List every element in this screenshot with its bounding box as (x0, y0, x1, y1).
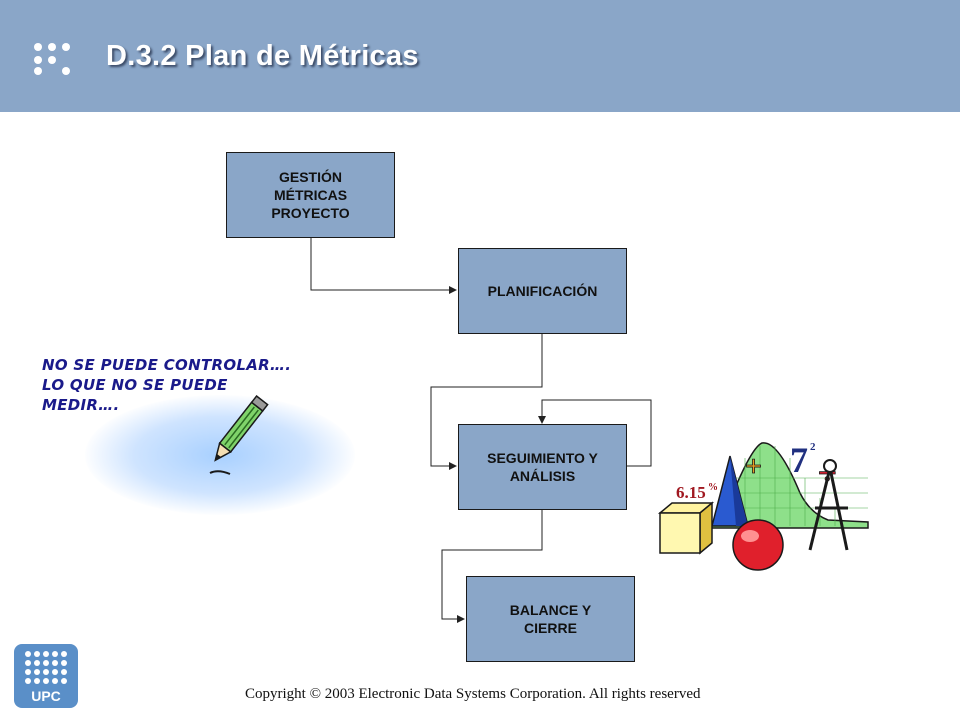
svg-text:%: % (708, 482, 718, 493)
pencil-icon (209, 395, 269, 475)
bullet-dots-icon (34, 43, 70, 75)
math-decimal-label: 6.15 (676, 483, 706, 502)
logo-text: UPC (31, 688, 61, 704)
upc-logo: UPC (14, 644, 78, 708)
connector-gestion-planificacion (310, 237, 457, 294)
connector-planificacion-seguimiento (430, 333, 543, 470)
connector-seguimiento-loop (538, 399, 652, 467)
copyright-footer: Copyright © 2003 Electronic Data Systems… (245, 686, 701, 702)
quote-text: NO SE PUEDE CONTROLAR…. LO QUE NO SE PUE… (42, 356, 292, 414)
connector-seguimiento-balance (441, 510, 543, 623)
box-seguimiento-analisis: SEGUIMIENTO Y ANÁLISIS (458, 424, 627, 510)
title-bar: D.3.2 Plan de Métricas (0, 0, 960, 112)
math-seven-label: 7 (790, 440, 808, 480)
math-exponent-label: 2 (810, 441, 816, 453)
page-title: D.3.2 Plan de Métricas (106, 40, 419, 72)
box-gestion-metricas: GESTIÓN MÉTRICAS PROYECTO (226, 152, 395, 238)
box-planificacion: PLANIFICACIÓN (458, 248, 627, 334)
box-balance-cierre: BALANCE Y CIERRE (466, 576, 635, 662)
svg-text:+: + (745, 450, 762, 483)
math-shapes-icon: + ÷ 7 2 6.15 % (657, 440, 869, 571)
